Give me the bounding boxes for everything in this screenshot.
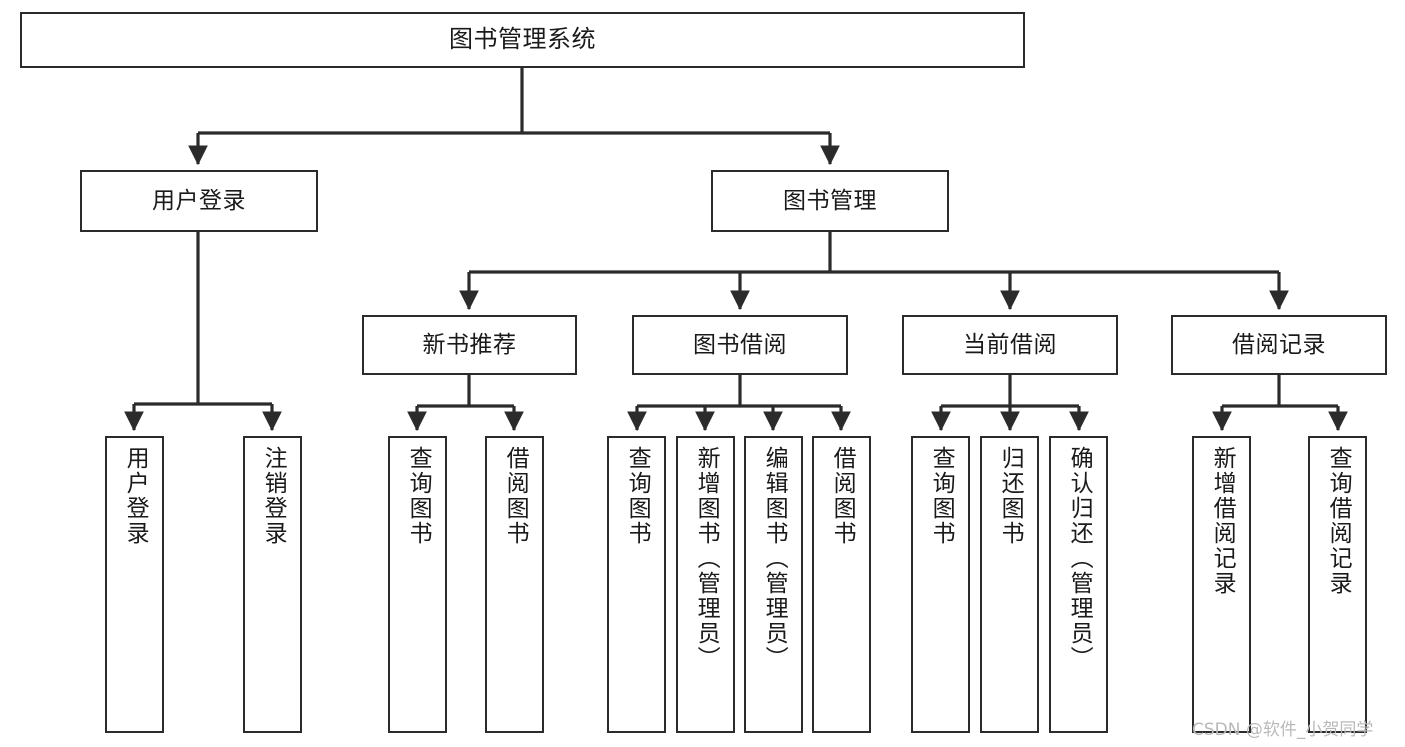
- node-label: 归还图书: [997, 446, 1024, 546]
- node-current-borrow[interactable]: 当前借阅: [902, 315, 1118, 375]
- leaf-borrow-book[interactable]: 借阅图书: [812, 436, 871, 733]
- node-label: 新增图书（管理员）: [693, 446, 720, 671]
- node-label: 图书管理: [783, 187, 877, 214]
- node-label: 查询图书: [928, 446, 955, 546]
- node-borrow-record[interactable]: 借阅记录: [1171, 315, 1387, 375]
- node-label: 新书推荐: [422, 331, 517, 358]
- node-label: 编辑图书（管理员）: [761, 446, 788, 671]
- node-label: 图书借阅: [693, 331, 787, 358]
- leaf-user-logout[interactable]: 注销登录: [243, 436, 302, 733]
- leaf-query-book-borrow[interactable]: 查询图书: [607, 436, 666, 733]
- node-label: 查询图书: [405, 446, 432, 546]
- leaf-query-book-recommend[interactable]: 查询图书: [388, 436, 447, 733]
- node-label: 确认归还（管理员）: [1066, 446, 1093, 671]
- node-label: 借阅图书: [502, 446, 529, 546]
- leaf-user-login[interactable]: 用户登录: [105, 436, 164, 733]
- node-label: 查询借阅记录: [1325, 446, 1352, 596]
- node-new-book-recommend[interactable]: 新书推荐: [362, 315, 577, 375]
- node-user-login[interactable]: 用户登录: [80, 170, 318, 232]
- csdn-watermark: CSDN @软件_小贺同学: [1192, 720, 1374, 740]
- node-label: 新增借阅记录: [1209, 446, 1236, 596]
- leaf-add-borrow-record[interactable]: 新增借阅记录: [1192, 436, 1251, 733]
- node-label: 当前借阅: [963, 331, 1057, 358]
- node-label: 用户登录: [122, 446, 149, 546]
- node-label: 借阅图书: [829, 446, 856, 546]
- leaf-borrow-book-recommend[interactable]: 借阅图书: [485, 436, 544, 733]
- leaf-confirm-return[interactable]: 确认归还（管理员）: [1049, 436, 1108, 733]
- leaf-add-book[interactable]: 新增图书（管理员）: [676, 436, 735, 733]
- leaf-query-book-current[interactable]: 查询图书: [911, 436, 970, 733]
- node-label: 借阅记录: [1232, 331, 1326, 358]
- leaf-edit-book[interactable]: 编辑图书（管理员）: [744, 436, 803, 733]
- node-label: 用户登录: [152, 187, 246, 214]
- node-label: 查询图书: [624, 446, 651, 546]
- node-label: 图书管理系统: [449, 25, 596, 54]
- leaf-query-borrow-record[interactable]: 查询借阅记录: [1308, 436, 1367, 733]
- node-label: 注销登录: [260, 446, 287, 546]
- node-book-borrow[interactable]: 图书借阅: [632, 315, 848, 375]
- node-book-manage[interactable]: 图书管理: [711, 170, 949, 232]
- leaf-return-book[interactable]: 归还图书: [980, 436, 1039, 733]
- node-root-book-management-system[interactable]: 图书管理系统: [20, 12, 1025, 68]
